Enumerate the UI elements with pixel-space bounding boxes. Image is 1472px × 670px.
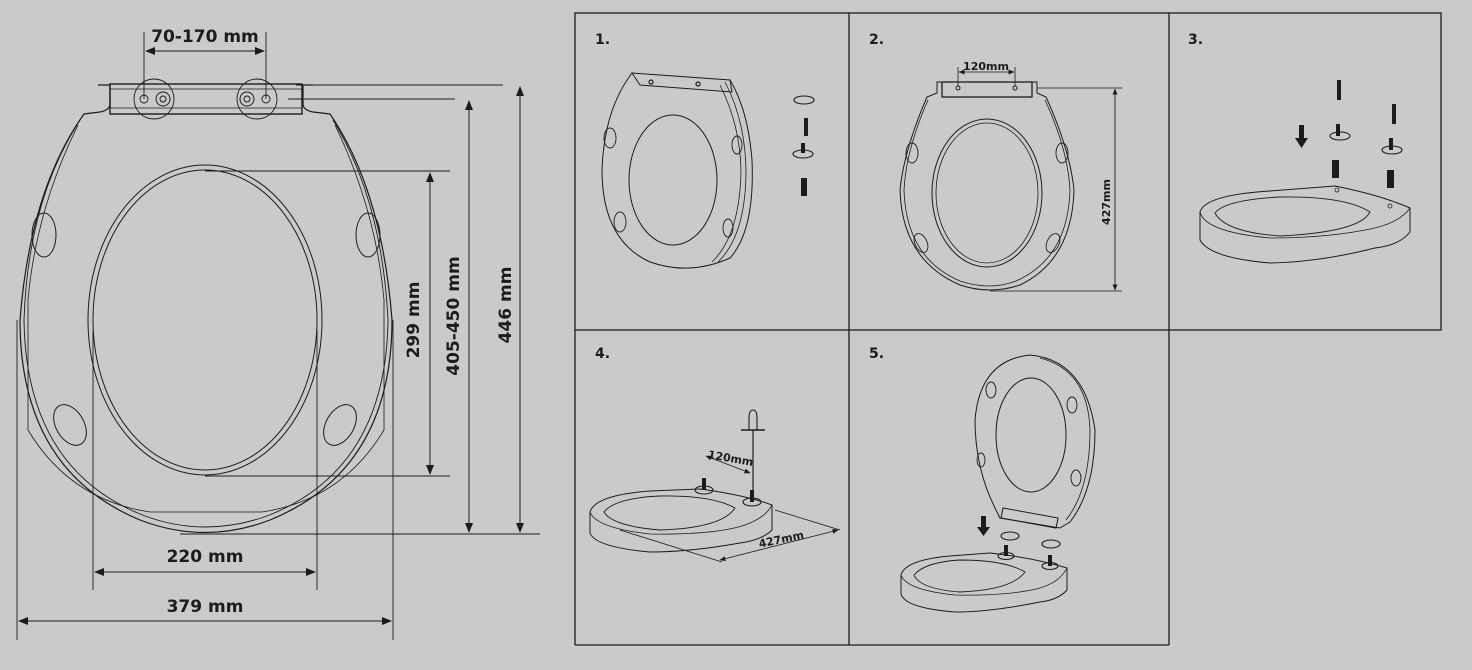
dim-opening-length: 299 mm xyxy=(404,172,434,475)
dim-hinge-120: 120mm xyxy=(957,60,1016,86)
toilet-bowl-icon xyxy=(589,488,773,553)
overall-length-label: 446 mm xyxy=(496,267,516,344)
step-number: 5. xyxy=(869,346,884,362)
step-5-panel: 5. xyxy=(869,346,1096,613)
step-number: 3. xyxy=(1188,32,1203,48)
hinge-caps-icon xyxy=(1000,531,1061,549)
seat-length-label: 427mm xyxy=(1100,179,1113,225)
opening-length-label: 299 mm xyxy=(404,282,424,359)
seat-raised-icon xyxy=(974,354,1096,529)
screwdriver-icon xyxy=(741,409,765,490)
overall-width-label: 379 mm xyxy=(167,597,244,617)
hinge-spacing-label: 120mm xyxy=(963,60,1009,73)
bumper-icon xyxy=(53,404,87,446)
step-1-panel: 1. xyxy=(595,32,815,269)
step-number: 2. xyxy=(869,32,884,48)
step-3-panel: 3. xyxy=(1188,32,1411,264)
seat-top-view-icon xyxy=(899,81,1075,291)
dim-overall-width: 379 mm xyxy=(18,597,392,625)
bumper-icon xyxy=(31,212,57,258)
dim-seat-length-427: 427mm xyxy=(990,87,1122,292)
seat-perspective-icon xyxy=(601,72,753,269)
bumper-icon xyxy=(355,212,381,258)
dim-bowl-length-427: 427mm xyxy=(619,509,841,563)
installation-steps-grid xyxy=(574,12,1442,646)
toilet-bowl-icon xyxy=(1199,185,1411,264)
step-number: 4. xyxy=(595,346,610,362)
hinge-disc-left xyxy=(133,78,175,120)
dim-hinge-120: 120mm xyxy=(705,448,754,474)
bumper-icon xyxy=(323,404,357,446)
step-2-panel: 2. 120mm 427mm xyxy=(869,32,1122,292)
seat-length-range-label: 405-450 mm xyxy=(444,256,464,375)
dim-overall-length: 446 mm xyxy=(496,86,524,533)
hinge-hardware-icon xyxy=(1329,80,1403,188)
dim-opening-width: 220 mm xyxy=(94,547,316,576)
hinge-spacing-label: 70-170 mm xyxy=(151,27,259,47)
dim-hinge-spacing: 70-170 mm xyxy=(143,27,267,99)
hardware-parts-icon xyxy=(792,95,815,196)
dim-seat-length-range: 405-450 mm xyxy=(444,100,473,533)
step-number: 1. xyxy=(595,32,610,48)
seat-opening xyxy=(87,164,323,476)
toilet-seat-top-view xyxy=(19,78,393,534)
down-arrow-icon xyxy=(1295,125,1308,148)
down-arrow-icon xyxy=(977,516,990,536)
bowl-length-label: 427mm xyxy=(757,528,805,550)
toilet-bowl-icon xyxy=(900,545,1068,613)
hinge-disc-right xyxy=(236,78,278,120)
dimension-drawing: 70-170 mm 299 mm 405-450 mm 446 mm 220 m… xyxy=(16,27,540,640)
step-4-panel: 4. 120mm 427mm xyxy=(589,346,841,563)
opening-width-label: 220 mm xyxy=(167,547,244,567)
hinge-post-icon xyxy=(694,478,762,507)
